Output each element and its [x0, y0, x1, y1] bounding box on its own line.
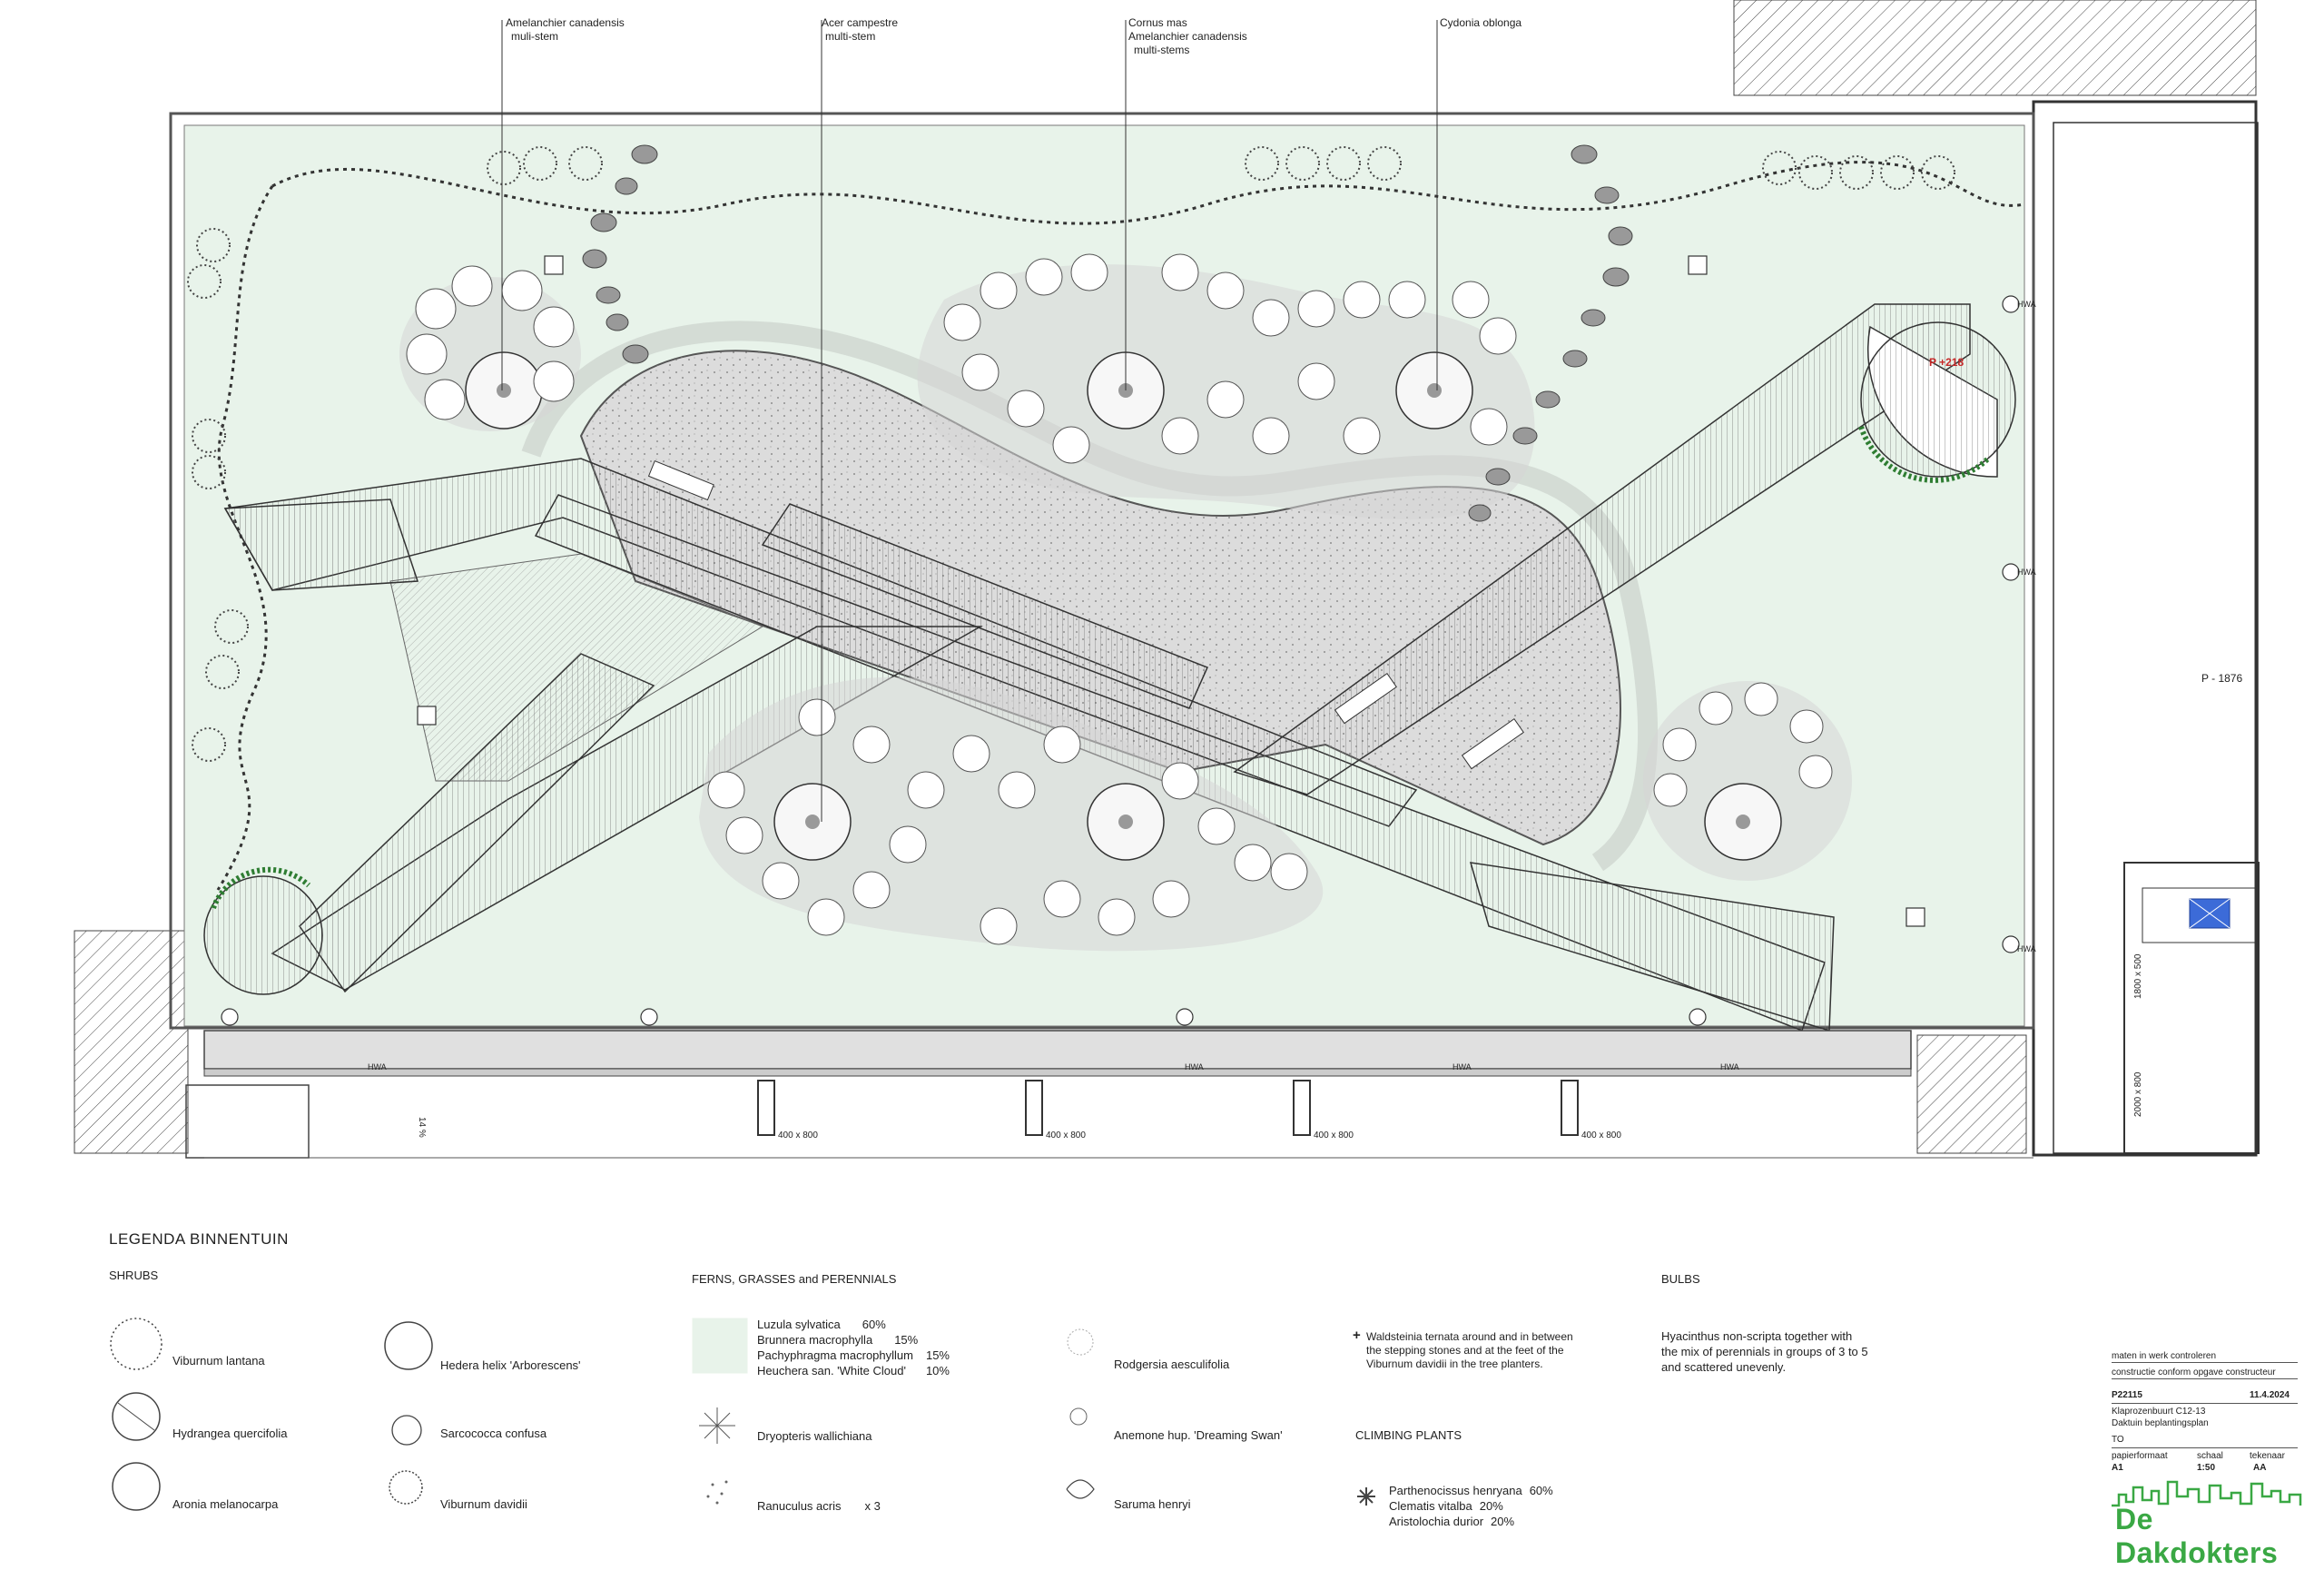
- legend-viburnum-davidii: Viburnum davidii: [440, 1497, 527, 1511]
- legend-swatches: [110, 1318, 1375, 1511]
- tb-project-name: Klaprozenbuurt C12-13: [2112, 1407, 2206, 1417]
- callout-amelanchier: Amelanchier canadensis muli-stem: [506, 16, 625, 44]
- tb-divider: [2112, 1447, 2298, 1448]
- legend-aronia: Aronia melanocarpa: [172, 1497, 279, 1511]
- legend-sarcococca: Sarcococca confusa: [440, 1427, 547, 1440]
- stepping-stones: [582, 144, 1633, 522]
- tree-planters: [465, 351, 1782, 861]
- tb-label-drawer: tekenaar: [2250, 1451, 2285, 1461]
- viburnum-symbols: [187, 146, 1955, 762]
- callout-line: Cydonia oblonga: [1440, 16, 1522, 29]
- tb-date: 11.4.2024: [2250, 1390, 2290, 1400]
- tb-drawer: AA: [2253, 1463, 2267, 1473]
- tb-drawing-name: Daktuin beplantingsplan: [2112, 1418, 2209, 1428]
- hwa-label: HWA: [2017, 568, 2036, 577]
- waldsteinia-mark: +: [1353, 1328, 1361, 1343]
- callout-line: Cornus mas: [1128, 16, 1187, 29]
- tb-note1: maten in werk controleren: [2112, 1351, 2217, 1361]
- callout-cydonia: Cydonia oblonga: [1440, 16, 1521, 30]
- dimension-label: 1800 x 500: [2133, 953, 2143, 1000]
- hwa-label: HWA: [2017, 944, 2036, 953]
- company-name: De Dakdokters: [2115, 1503, 2279, 1569]
- spiral-stairs: [203, 321, 2016, 995]
- tb-divider: [2112, 1403, 2298, 1404]
- callout-line: Acer campestre: [822, 16, 899, 29]
- hwa-label: HWA: [1452, 1062, 1472, 1071]
- callout-line: multi-stems: [1134, 44, 1190, 56]
- mix-item: Heuchera san. 'White Cloud'10%: [757, 1364, 950, 1377]
- tb-project-no: P22115: [2112, 1390, 2142, 1400]
- legend-rodgersia: Rodgersia aesculifolia: [1114, 1358, 1230, 1371]
- level-marker-red: P +218: [1929, 356, 1965, 369]
- legend-saruma: Saruma henryi: [1114, 1497, 1191, 1511]
- legend-waldsteinia: Waldsteinia ternata around and in betwee…: [1366, 1330, 1573, 1370]
- tb-divider: [2112, 1362, 2298, 1363]
- legend-hydrangea: Hydrangea quercifolia: [172, 1427, 288, 1440]
- section-climbing: CLIMBING PLANTS: [1355, 1428, 1462, 1442]
- slope-note: 14 %: [417, 1117, 427, 1138]
- legend-anemone: Anemone hup. 'Dreaming Swan': [1114, 1428, 1283, 1442]
- hwa-label: HWA: [2017, 300, 2036, 309]
- tb-format: A1: [2112, 1463, 2123, 1473]
- callout-line: multi-stem: [825, 30, 876, 43]
- hwa-label: HWA: [1185, 1062, 1204, 1071]
- hwa-label: HWA: [1720, 1062, 1739, 1071]
- tb-scale: 1:50: [2197, 1463, 2216, 1473]
- legend-hedera: Hedera helix 'Arborescens': [440, 1358, 581, 1372]
- callout-cornus: Cornus mas Amelanchier canadensis multi-…: [1128, 16, 1247, 57]
- column-label: 400 x 800: [1581, 1131, 1621, 1140]
- callout-line: muli-stem: [511, 30, 559, 43]
- section-shrubs: SHRUBS: [109, 1269, 159, 1282]
- callout-leaders: [501, 20, 1438, 822]
- column-label: 400 x 800: [1046, 1131, 1086, 1140]
- legend-dryopteris: Dryopteris wallichiana: [757, 1429, 872, 1443]
- legend-title: LEGENDA BINNENTUIN: [109, 1230, 289, 1248]
- callout-line: Amelanchier canadensis: [506, 16, 625, 29]
- callout-line: Amelanchier canadensis: [1128, 30, 1247, 43]
- dimension-label: 2000 x 800: [2133, 1071, 2143, 1118]
- legend-viburnum-lantana: Viburnum lantana: [172, 1354, 265, 1368]
- shrub-symbols: [406, 253, 1833, 945]
- company-logo-skyline: [2112, 1480, 2302, 1507]
- tb-divider: [2112, 1378, 2298, 1379]
- callout-acer: Acer campestre multi-stem: [822, 16, 898, 44]
- section-bulbs: BULBS: [1661, 1272, 1700, 1286]
- drain-symbols: [221, 255, 2020, 1026]
- section-ferns: FERNS, GRASSES and PERENNIALS: [692, 1272, 897, 1286]
- surrounding-structures: [74, 0, 2260, 1157]
- level-marker-right: P - 1876: [2201, 672, 2243, 685]
- tb-label-scale: schaal: [2197, 1451, 2223, 1461]
- tb-note2: constructie conform opgave constructeur: [2112, 1368, 2276, 1377]
- legend-bulbs-text: Hyacinthus non-scripta together with the…: [1661, 1329, 1868, 1374]
- column-label: 400 x 800: [1314, 1131, 1354, 1140]
- hwa-label: HWA: [368, 1062, 387, 1071]
- tb-phase: TO: [2112, 1435, 2124, 1445]
- tb-label-format: papierformaat: [2112, 1451, 2168, 1461]
- column-label: 400 x 800: [778, 1131, 818, 1140]
- facade-strip: [185, 1030, 2034, 1159]
